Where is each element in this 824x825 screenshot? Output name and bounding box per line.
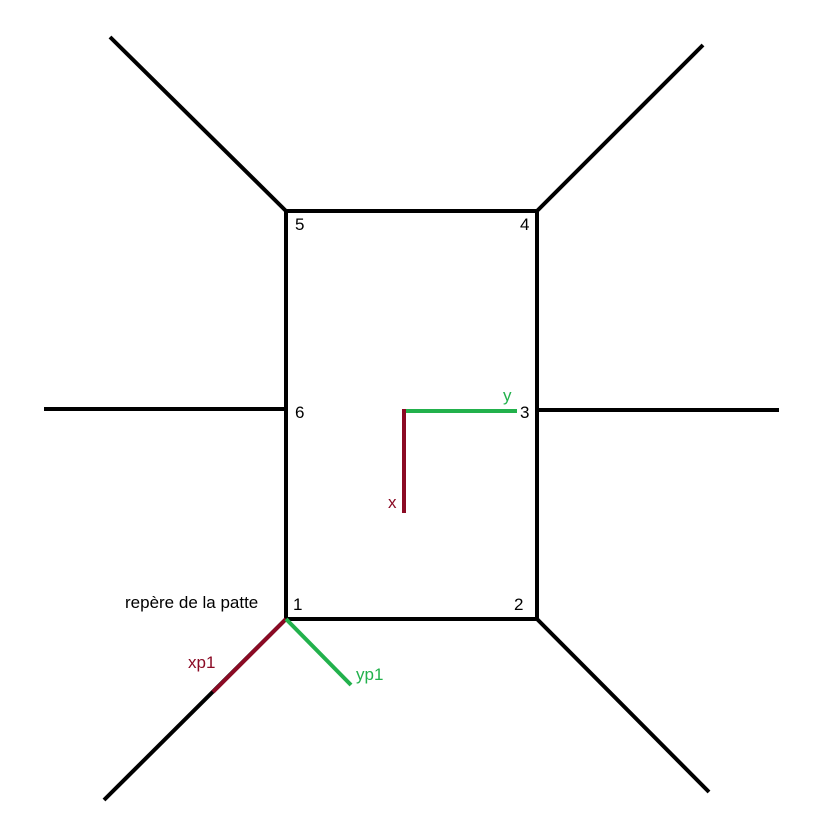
yp1-axis — [284, 617, 353, 687]
leg-frame-caption: repère de la patte — [125, 593, 258, 612]
leg-5 — [108, 35, 288, 213]
vertex-label-5: 5 — [295, 215, 304, 234]
xp1-label: xp1 — [188, 653, 215, 672]
vertex-label-4: 4 — [520, 215, 529, 234]
body-x-label: x — [388, 493, 397, 512]
vertex-label-6: 6 — [295, 403, 304, 422]
body-y-label: y — [503, 386, 512, 405]
leg-4 — [535, 43, 705, 213]
xp1-axis — [211, 617, 288, 694]
yp1-label: yp1 — [356, 665, 383, 684]
vertex-label-1: 1 — [293, 595, 302, 614]
leg-2 — [535, 617, 711, 794]
vertex-label-3: 3 — [520, 403, 529, 422]
vertex-label-2: 2 — [514, 595, 523, 614]
body-rectangle — [284, 209, 539, 621]
